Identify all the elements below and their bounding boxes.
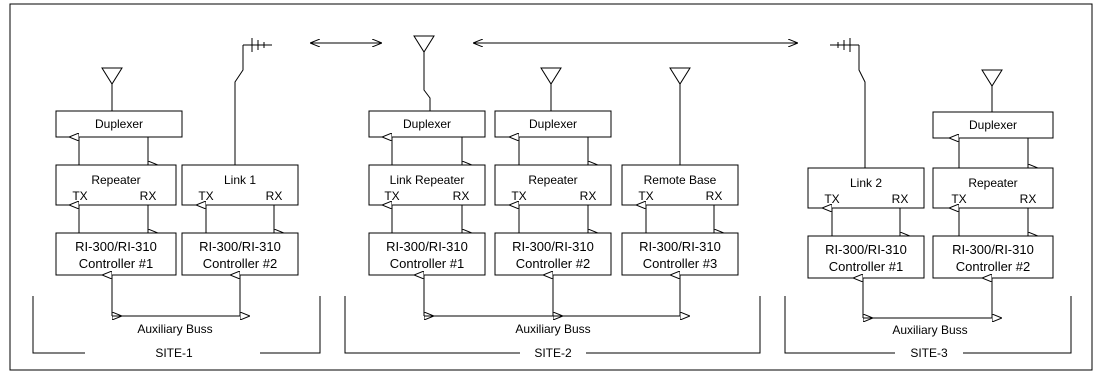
duplexer-box	[55, 110, 183, 138]
rx-label: RX	[140, 189, 157, 203]
repeater-box	[494, 164, 612, 206]
tx-label: TX	[638, 189, 653, 203]
rx-label: RX	[580, 189, 597, 203]
tx-label: TX	[951, 192, 966, 206]
radio-name: Link Repeater	[390, 173, 465, 187]
controller-model: RI-300/RI-310	[75, 239, 157, 254]
tx-label: TX	[824, 192, 839, 206]
site-label: SITE-2	[534, 346, 572, 360]
controller-model: RI-300/RI-310	[386, 239, 468, 254]
controller-name: Controller #2	[956, 259, 1030, 274]
duplexer-label: Duplexer	[95, 117, 143, 131]
site-2-remote-base-antenna-icon	[669, 67, 691, 165]
duplexer-label: Duplexer	[969, 118, 1017, 132]
rx-label: RX	[892, 192, 909, 206]
controller-name: Controller #2	[203, 256, 277, 271]
controller-box	[181, 232, 299, 276]
controller-model: RI-300/RI-310	[952, 242, 1034, 257]
site-label: SITE-3	[910, 346, 948, 360]
radio-name: Remote Base	[644, 173, 717, 187]
duplexer-label: Duplexer	[403, 117, 451, 131]
controller-model: RI-300/RI-310	[825, 242, 907, 257]
link-1-box	[181, 164, 299, 206]
site-2: Duplexer Duplexer Link Repeater TX RX Re…	[344, 35, 761, 360]
tx-label: TX	[72, 189, 87, 203]
site-3: Duplexer Link 2 TX RX Repeater TX RX RI-…	[784, 38, 1072, 360]
controller-name: Controller #2	[516, 256, 590, 271]
controller-box	[932, 235, 1054, 279]
tx-label: TX	[198, 189, 213, 203]
radio-name: Link 1	[224, 173, 256, 187]
controller-model: RI-300/RI-310	[512, 239, 594, 254]
tx-label: TX	[511, 189, 526, 203]
controller-box	[368, 232, 486, 276]
site-3-antenna-icon	[981, 69, 1003, 112]
rx-label: RX	[453, 189, 470, 203]
radio-name: Repeater	[968, 176, 1017, 190]
repeater-box	[932, 167, 1054, 209]
duplexer-box	[494, 110, 612, 138]
radio-name: Repeater	[528, 173, 577, 187]
buss-label: Auxiliary Buss	[892, 323, 967, 337]
link-2-box	[807, 167, 925, 209]
site-1-antenna-icon	[101, 67, 123, 111]
site-1: Duplexer Repeater TX RX Link 1 TX RX RI-…	[32, 38, 321, 360]
site-2-repeater-antenna-icon	[540, 67, 562, 111]
tx-label: TX	[384, 189, 399, 203]
repeater-box	[55, 164, 177, 206]
link-repeater-box	[368, 164, 486, 206]
duplexer-box	[368, 110, 486, 138]
rx-label: RX	[706, 189, 723, 203]
site-3-link-antenna-icon	[830, 38, 866, 168]
site-label: SITE-1	[155, 346, 193, 360]
controller-name: Controller #1	[390, 256, 464, 271]
controller-box	[55, 232, 177, 276]
site-1-link-antenna-icon	[234, 38, 272, 165]
remote-base-box	[621, 164, 739, 206]
controller-name: Controller #1	[829, 259, 903, 274]
duplexer-box	[932, 111, 1054, 139]
rx-label: RX	[1020, 192, 1037, 206]
controller-model: RI-300/RI-310	[199, 239, 281, 254]
buss-label: Auxiliary Buss	[137, 322, 212, 336]
site-2-antenna-icon	[413, 35, 435, 111]
buss-label: Auxiliary Buss	[515, 322, 590, 336]
controller-box	[807, 235, 925, 279]
radio-name: Link 2	[850, 176, 882, 190]
controller-name: Controller #1	[79, 256, 153, 271]
duplexer-label: Duplexer	[529, 117, 577, 131]
controller-name: Controller #3	[643, 256, 717, 271]
rx-label: RX	[266, 189, 283, 203]
radio-name: Repeater	[91, 173, 140, 187]
controller-model: RI-300/RI-310	[639, 239, 721, 254]
controller-box	[494, 232, 612, 276]
